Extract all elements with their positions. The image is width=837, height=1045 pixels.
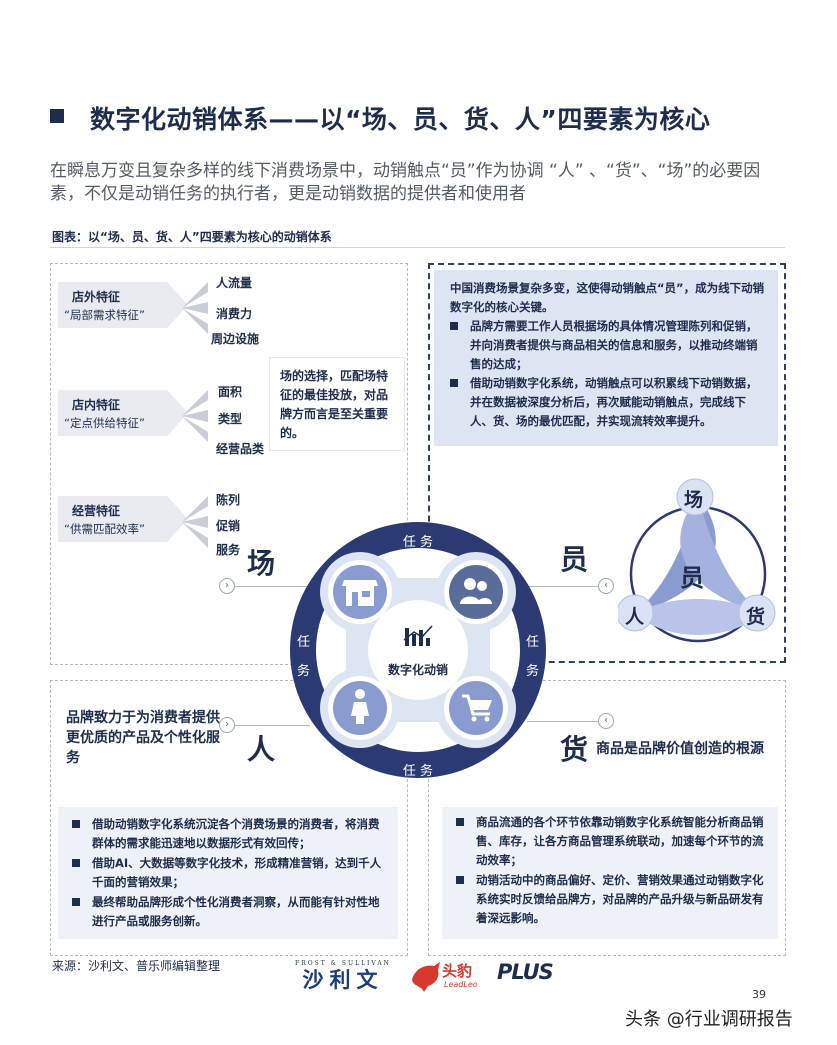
goods-info-panel: 商品流通的各个环节依靠动销数字化系统智能分析商品销售、库存，让各方商品管理系统联… xyxy=(442,807,778,939)
feature-item: 消费力 xyxy=(216,307,253,321)
people-bullet: 最终帮助品牌形成个性化消费者洞察，从而能有针对性地进行产品或服务创新。 xyxy=(68,893,388,931)
connector-line xyxy=(235,586,310,587)
bar-chart-icon xyxy=(400,622,436,652)
wheel-task-right-2: 务 xyxy=(526,664,540,679)
quadrant-label-people: 人 xyxy=(247,733,276,766)
leopard-icon xyxy=(412,962,440,992)
people-bullet: 借助AI、大数据等数字化技术，形成精准营销，达到千人千面的营销效果； xyxy=(68,854,388,892)
leadleo-logo: 头豹 LeadLeo xyxy=(410,958,490,996)
feature-tag-title: 经营特征 xyxy=(72,504,121,518)
connector-line xyxy=(235,725,310,726)
people-headline: 品牌致力于为消费者提供更优质的产品及个性化服务 xyxy=(66,710,220,766)
goods-bullet: 商品流通的各个环节依靠动销数字化系统智能分析商品销售、库存，让各方商品管理系统联… xyxy=(452,813,768,870)
element-cycle-diagram xyxy=(618,478,776,643)
cycle-node-venue: 场 xyxy=(684,489,704,511)
fan-connector-icon xyxy=(182,282,208,334)
wheel-task-right-1: 任 xyxy=(526,635,540,650)
chevron-right-icon[interactable]: › xyxy=(219,717,235,733)
wheel-task-bottom: 任 务 xyxy=(402,764,434,779)
connector-line xyxy=(527,586,598,587)
staff-info-panel: 中国消费场景复杂多变，这使得动销触点“员”，成为线下动销数字化的核心关键。 品牌… xyxy=(434,270,778,446)
venue-note: 场的选择，匹配场特征的最佳投放，对品牌方而言是至关重要的。 xyxy=(270,358,404,450)
feature-tag-outside-store: 店外特征 “局部需求特征” xyxy=(58,282,188,328)
chevron-left-icon[interactable]: ‹ xyxy=(598,713,614,729)
store-icon xyxy=(340,570,380,610)
page-title: 数字化动销体系——以“场、员、货、人”四要素为核心 xyxy=(90,105,711,134)
cart-icon xyxy=(456,688,496,728)
wheel-task-left-1: 任 xyxy=(297,635,311,650)
staff-bullet: 品牌方需要工作人员根据场的具体情况管理陈列和促销，并向消费者提供与商品相关的信息… xyxy=(446,317,766,374)
goods-headline: 商品是品牌价值创造的根源 xyxy=(596,741,764,757)
feature-item: 人流量 xyxy=(216,276,253,290)
feature-tag-inside-store: 店内特征 “定点供给特征” xyxy=(58,390,188,436)
wheel-task-top: 任 务 xyxy=(402,535,434,550)
logo-leo-sub-text: LeadLeo xyxy=(444,980,478,989)
staff-intro: 中国消费场景复杂多变，这使得动销触点“员”，成为线下动销数字化的核心关键。 xyxy=(450,281,765,314)
people-bullet: 借助动销数字化系统沉淀各个消费场景的消费者，将消费群体的需求能迅速地以数据形式有… xyxy=(68,815,388,853)
feature-tag-title: 店内特征 xyxy=(72,398,121,412)
chevron-left-icon[interactable]: ‹ xyxy=(598,578,614,594)
figure-label: 图表：以“场、员、货、人”四要素为核心的动销体系 xyxy=(52,230,332,244)
watermark: 头条 @行业调研报告 xyxy=(625,1009,793,1030)
page-subtitle: 在瞬息万变且复杂多样的线下消费场景中，动销触点“员”作为协调 “人” 、“货”、… xyxy=(50,161,761,204)
page-number: 39 xyxy=(752,988,766,1001)
logo-frost-top-text: FROST & SULLIVAN xyxy=(295,960,391,967)
logo-frost-main-text: 沙利文 xyxy=(302,967,384,992)
quadrant-top-right-frame xyxy=(428,263,786,663)
connector-line xyxy=(527,721,598,722)
feature-item: 陈列 xyxy=(216,493,241,507)
feature-item: 促销 xyxy=(216,519,241,533)
frost-sullivan-logo: FROST & SULLIVAN 沙利文 xyxy=(288,960,398,996)
plus-logo: PLUS xyxy=(497,960,554,984)
goods-bullet: 动销活动中的商品偏好、定价、营销效果通过动销数字化系统实时反馈给品牌方，对品牌的… xyxy=(452,871,768,928)
staff-bullet: 借助动销数字化系统，动销触点可以积累线下动销数据，并在数据被深度分析后，再次赋能… xyxy=(446,374,766,431)
wheel-center-label: 数字化动销 xyxy=(387,663,448,677)
feature-item: 服务 xyxy=(216,543,241,557)
cycle-node-goods: 货 xyxy=(746,606,766,628)
feature-tag-subtitle: “供需匹配效率” xyxy=(64,522,145,536)
title-square-icon xyxy=(50,109,64,123)
feature-item: 经营品类 xyxy=(216,442,265,456)
fan-connector-icon xyxy=(182,390,208,442)
feature-tag-operation: 经营特征 “供需匹配效率” xyxy=(58,496,188,542)
fan-connector-icon xyxy=(182,496,208,548)
feature-tag-subtitle: “定点供给特征” xyxy=(64,416,145,430)
quadrant-bottom-right-frame xyxy=(428,680,786,956)
cycle-node-people: 人 xyxy=(625,606,645,628)
wheel-task-left-2: 务 xyxy=(297,664,311,679)
feature-item: 面积 xyxy=(218,385,243,399)
people-info-panel: 借助动销数字化系统沉淀各个消费场景的消费者，将消费群体的需求能迅速地以数据形式有… xyxy=(58,807,398,939)
cycle-center-staff: 员 xyxy=(680,564,704,592)
staff-icon xyxy=(456,570,496,610)
figure-divider xyxy=(50,247,785,248)
digital-sales-wheel xyxy=(290,522,546,778)
quadrant-label-goods: 货 xyxy=(560,733,589,766)
quadrant-bottom-left-frame xyxy=(50,680,408,956)
chevron-right-icon[interactable]: › xyxy=(219,578,235,594)
feature-item: 类型 xyxy=(218,412,243,426)
feature-tag-subtitle: “局部需求特征” xyxy=(64,308,145,322)
person-icon xyxy=(340,688,380,728)
quadrant-top-left-frame xyxy=(50,263,408,665)
quadrant-label-staff: 员 xyxy=(560,543,589,576)
feature-item: 周边设施 xyxy=(211,332,260,346)
quadrant-label-venue: 场 xyxy=(247,547,276,580)
feature-tag-title: 店外特征 xyxy=(72,290,121,304)
logo-leo-main-text: 头豹 xyxy=(442,962,473,980)
source-note: 来源：沙利文、普乐师编辑整理 xyxy=(52,959,221,973)
